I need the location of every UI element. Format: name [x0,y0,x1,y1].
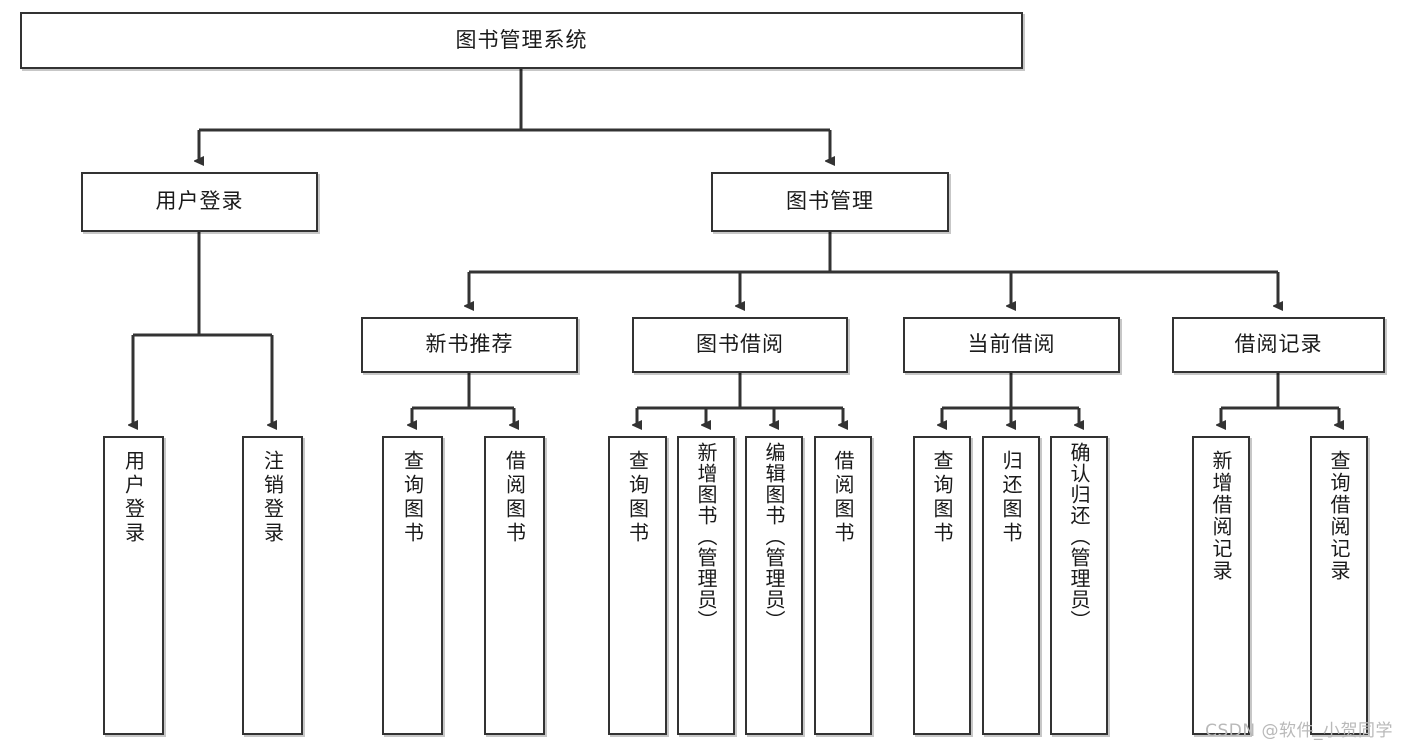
connectors-book-borrow [637,373,843,425]
connectors-user-login [133,232,272,425]
node-leaf-query-borrow-record-label: 查询借阅记录 [1327,450,1351,582]
node-borrow-record-label: 借阅记录 [1234,332,1323,357]
node-leaf-query-book-current-label: 查询图书 [930,450,954,546]
node-user-login[interactable]: 用户登录 [81,172,318,232]
node-leaf-user-login[interactable]: 用户登录 [103,436,164,735]
node-leaf-confirm-return-admin-label: 确认归还（管理员） [1067,442,1091,631]
node-new-book-recommend-label: 新书推荐 [425,332,514,357]
node-leaf-add-book-admin[interactable]: 新增图书（管理员） [677,436,735,735]
node-leaf-add-borrow-record[interactable]: 新增借阅记录 [1192,436,1250,735]
node-leaf-user-login-label: 用户登录 [121,450,146,546]
node-leaf-borrow-book[interactable]: 借阅图书 [814,436,872,735]
connectors-borrow-record [1221,373,1339,425]
node-leaf-return-book[interactable]: 归还图书 [982,436,1040,735]
connectors-root [199,69,830,161]
node-leaf-query-book-borrow[interactable]: 查询图书 [608,436,667,735]
node-leaf-borrow-book-recommend-label: 借阅图书 [502,450,527,546]
node-book-management[interactable]: 图书管理 [711,172,949,232]
connectors-book-management [469,232,1278,306]
node-book-borrow-label: 图书借阅 [696,332,784,357]
node-leaf-query-book-recommend[interactable]: 查询图书 [382,436,443,735]
connectors-current-borrow [942,373,1079,425]
node-leaf-borrow-book-recommend[interactable]: 借阅图书 [484,436,545,735]
node-leaf-add-borrow-record-label: 新增借阅记录 [1209,450,1233,582]
node-leaf-confirm-return-admin[interactable]: 确认归还（管理员） [1050,436,1108,735]
node-root-label: 图书管理系统 [455,27,588,52]
node-leaf-query-book-recommend-label: 查询图书 [400,450,425,546]
node-leaf-return-book-label: 归还图书 [999,450,1023,546]
node-new-book-recommend[interactable]: 新书推荐 [361,317,578,373]
node-current-borrow-label: 当前借阅 [967,332,1056,357]
node-leaf-query-borrow-record[interactable]: 查询借阅记录 [1310,436,1368,735]
node-leaf-borrow-book-label: 借阅图书 [831,450,855,546]
node-user-login-label: 用户登录 [155,189,244,214]
node-leaf-add-book-admin-label: 新增图书（管理员） [694,442,718,631]
node-leaf-edit-book-admin[interactable]: 编辑图书（管理员） [745,436,803,735]
node-book-management-label: 图书管理 [786,189,874,214]
node-root[interactable]: 图书管理系统 [20,12,1023,69]
node-book-borrow[interactable]: 图书借阅 [632,317,848,373]
node-leaf-query-book-current[interactable]: 查询图书 [913,436,971,735]
node-leaf-edit-book-admin-label: 编辑图书（管理员） [762,442,786,631]
connectors-new-book-recommend [412,373,514,425]
node-leaf-logout-login-label: 注销登录 [260,450,285,546]
node-current-borrow[interactable]: 当前借阅 [903,317,1120,373]
node-borrow-record[interactable]: 借阅记录 [1172,317,1385,373]
node-leaf-query-book-borrow-label: 查询图书 [625,450,650,546]
node-leaf-logout-login[interactable]: 注销登录 [242,436,303,735]
